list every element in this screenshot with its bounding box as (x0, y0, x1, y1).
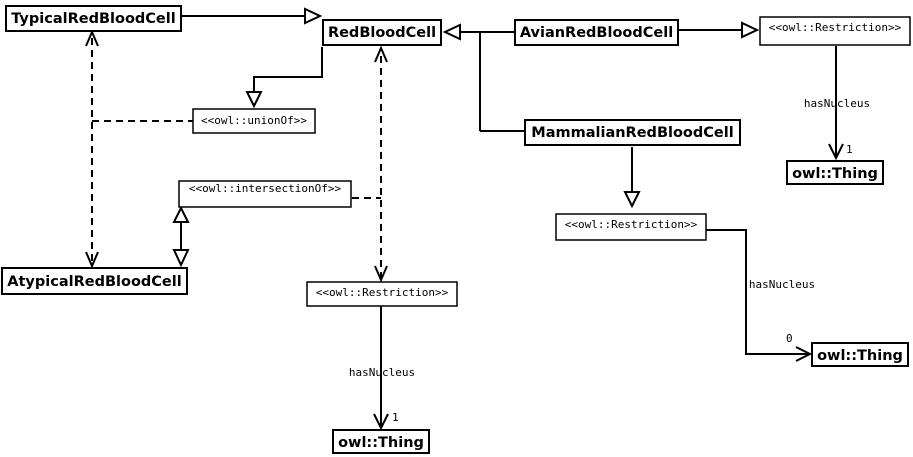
class-red-blood-cell[interactable]: RedBloodCell (322, 19, 442, 46)
svg-text:owl::Thing: owl::Thing (792, 166, 878, 182)
svg-text:owl::Thing: owl::Thing (817, 348, 903, 364)
edge-rbc-to-union (245, 47, 323, 109)
avian-cardinality-label: 1 (846, 143, 853, 156)
edge-avian-restriction-to-thing (828, 46, 844, 161)
svg-text:<<owl::Restriction>>: <<owl::Restriction>> (769, 21, 902, 34)
edge-rbc-restriction-dashed (374, 45, 388, 283)
svg-text:<<owl::Restriction>>: <<owl::Restriction>> (565, 218, 698, 231)
restriction-center[interactable]: <<owl::Restriction>> (306, 281, 458, 307)
edge-avian-to-restriction (678, 21, 760, 39)
edge-center-restriction-to-thing (373, 306, 389, 431)
restriction-avian[interactable]: <<owl::Restriction>> (759, 16, 911, 46)
svg-text:MammalianRedBloodCell: MammalianRedBloodCell (531, 125, 733, 141)
svg-text:AtypicalRedBloodCell: AtypicalRedBloodCell (7, 274, 181, 290)
edge-mammalian-to-restriction (623, 147, 641, 209)
owl-thing-mammalian[interactable]: owl::Thing (811, 342, 909, 367)
class-atypical-red-blood-cell[interactable]: AtypicalRedBloodCell (1, 267, 188, 295)
class-mammalian-red-blood-cell[interactable]: MammalianRedBloodCell (524, 119, 741, 146)
svg-text:owl::Thing: owl::Thing (338, 435, 424, 451)
owl-thing-avian[interactable]: owl::Thing (786, 160, 884, 185)
edge-atypical-to-intersection (172, 205, 190, 268)
svg-text:<<owl::unionOf>>: <<owl::unionOf>> (201, 114, 307, 127)
union-of[interactable]: <<owl::unionOf>> (192, 108, 316, 134)
center-has-nucleus-label: hasNucleus (349, 366, 415, 379)
owl-thing-center[interactable]: owl::Thing (332, 429, 430, 454)
center-cardinality-label: 1 (392, 411, 399, 424)
class-avian-red-blood-cell[interactable]: AvianRedBloodCell (514, 19, 679, 46)
class-typical-red-blood-cell[interactable]: TypicalRedBloodCell (5, 5, 182, 32)
mammalian-cardinality-label: 0 (786, 332, 793, 345)
svg-text:TypicalRedBloodCell: TypicalRedBloodCell (11, 11, 175, 27)
svg-text:<<owl::Restriction>>: <<owl::Restriction>> (316, 286, 449, 299)
edge-typical-to-rbc (181, 7, 323, 25)
restriction-mammalian[interactable]: <<owl::Restriction>> (555, 213, 707, 241)
svg-text:AvianRedBloodCell: AvianRedBloodCell (520, 25, 673, 41)
svg-text:RedBloodCell: RedBloodCell (328, 25, 436, 41)
svg-text:<<owl::intersectionOf>>: <<owl::intersectionOf>> (189, 182, 342, 195)
intersection-of[interactable]: <<owl::intersectionOf>> (178, 180, 352, 208)
avian-has-nucleus-label: hasNucleus (804, 97, 870, 110)
edge-subclasses-to-rbc (442, 23, 525, 132)
mammalian-has-nucleus-label: hasNucleus (749, 278, 815, 291)
edge-typical-atypical-dashed (85, 29, 99, 269)
edge-mammalian-restriction-to-thing (706, 229, 813, 362)
